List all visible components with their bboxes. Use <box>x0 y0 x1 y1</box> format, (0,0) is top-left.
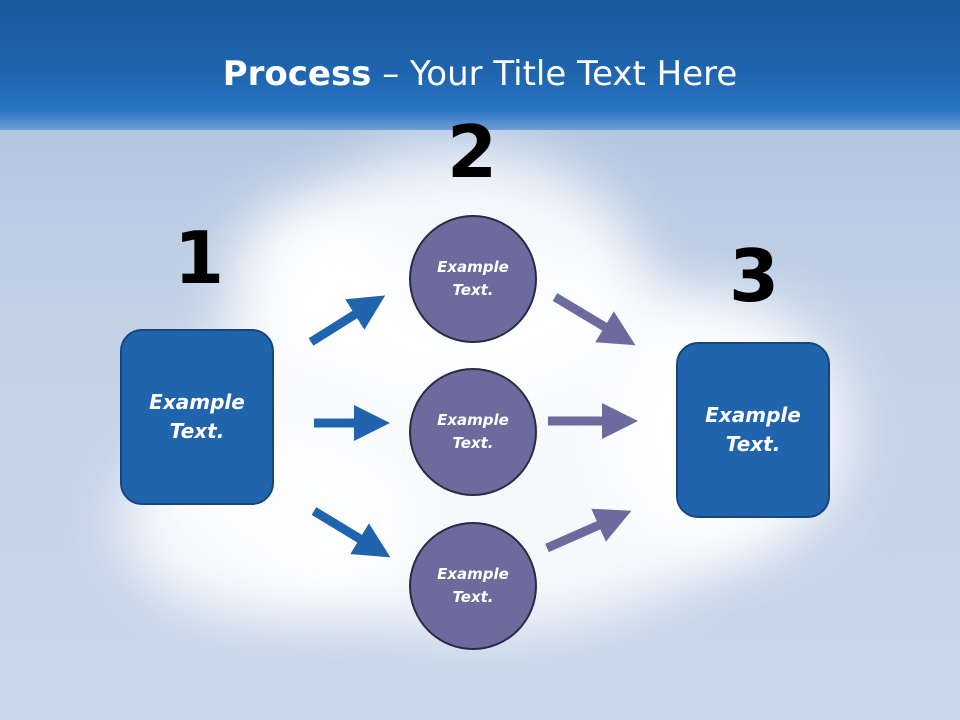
step-3-text: Example Text. <box>705 403 801 456</box>
title-bar <box>0 0 960 130</box>
step-2-circle-bottom: Example Text. <box>409 522 537 650</box>
arrow-2-bottom-to-3 <box>545 508 632 553</box>
slide-title: Process – Your Title Text Here <box>0 52 960 96</box>
step-3-box: Example Text. <box>676 342 830 518</box>
title-rest: – Your Title Text Here <box>371 54 738 94</box>
arrow-1-to-2-top <box>308 295 386 346</box>
step-1-text: Example Text. <box>149 390 245 443</box>
step-2-text-bottom: Example Text. <box>437 565 509 606</box>
title-bold: Process <box>222 54 372 94</box>
step-number-3: 3 <box>728 234 780 318</box>
step-2-text-top: Example Text. <box>437 258 509 299</box>
arrow-1-to-2-bottom <box>311 507 391 558</box>
arrow-2-top-to-3 <box>552 293 636 346</box>
step-number-2: 2 <box>446 110 498 194</box>
step-2-circle-middle: Example Text. <box>409 368 537 496</box>
step-1-box: Example Text. <box>120 329 274 505</box>
step-2-circle-top: Example Text. <box>409 215 537 343</box>
step-number-1: 1 <box>173 216 225 300</box>
step-2-text-middle: Example Text. <box>437 411 509 452</box>
